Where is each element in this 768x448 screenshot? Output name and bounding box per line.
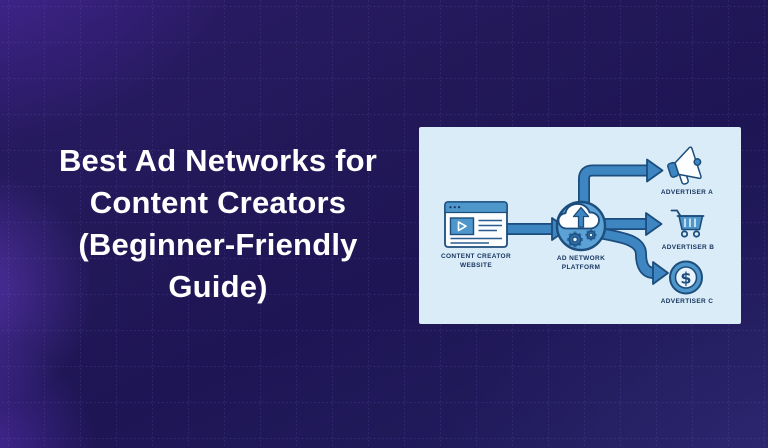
megaphone-icon bbox=[667, 146, 702, 185]
dollar-coin-icon: $ bbox=[669, 260, 703, 295]
website-label-line1: CONTENT CREATOR bbox=[441, 253, 511, 260]
title-line-3: (Beginner-Friendly bbox=[78, 227, 358, 262]
diagram-labels: CONTENT CREATOR WEBSITE AD NETWORK PLATF… bbox=[441, 189, 714, 305]
play-icon bbox=[457, 221, 467, 232]
gears-icon bbox=[567, 229, 597, 248]
browser-window-icon bbox=[444, 201, 508, 248]
advertiser-a-label: ADVERTISER A bbox=[661, 189, 713, 196]
title-line-4: Guide) bbox=[168, 269, 268, 304]
title-line-2: Content Creators bbox=[89, 185, 347, 220]
platform-circle-icon bbox=[555, 200, 607, 252]
browser-dots-icon bbox=[449, 206, 461, 209]
arrow-platform-to-advertiser-a bbox=[578, 158, 664, 219]
website-label-line2: WEBSITE bbox=[460, 262, 492, 269]
page-title: Best Ad Networks for Content Creators (B… bbox=[26, 0, 410, 448]
platform-label-line1: AD NETWORK bbox=[557, 255, 605, 262]
cloud-upload-icon bbox=[557, 203, 600, 230]
advertiser-b-label: ADVERTISER B bbox=[662, 244, 715, 251]
dollar-sign: $ bbox=[680, 269, 691, 288]
diagram-panel: $ CONTENT CREATOR WEBSITE AD NETWORK PLA… bbox=[419, 127, 741, 324]
ad-network-diagram: $ CONTENT CREATOR WEBSITE AD NETWORK PLA… bbox=[441, 146, 714, 305]
platform-label-line2: PLATFORM bbox=[562, 264, 600, 271]
title-line-1: Best Ad Networks for bbox=[58, 143, 378, 178]
arrow-platform-to-advertiser-c bbox=[592, 226, 669, 285]
shopping-cart-icon bbox=[670, 209, 705, 238]
advertiser-c-label: ADVERTISER C bbox=[661, 298, 714, 305]
